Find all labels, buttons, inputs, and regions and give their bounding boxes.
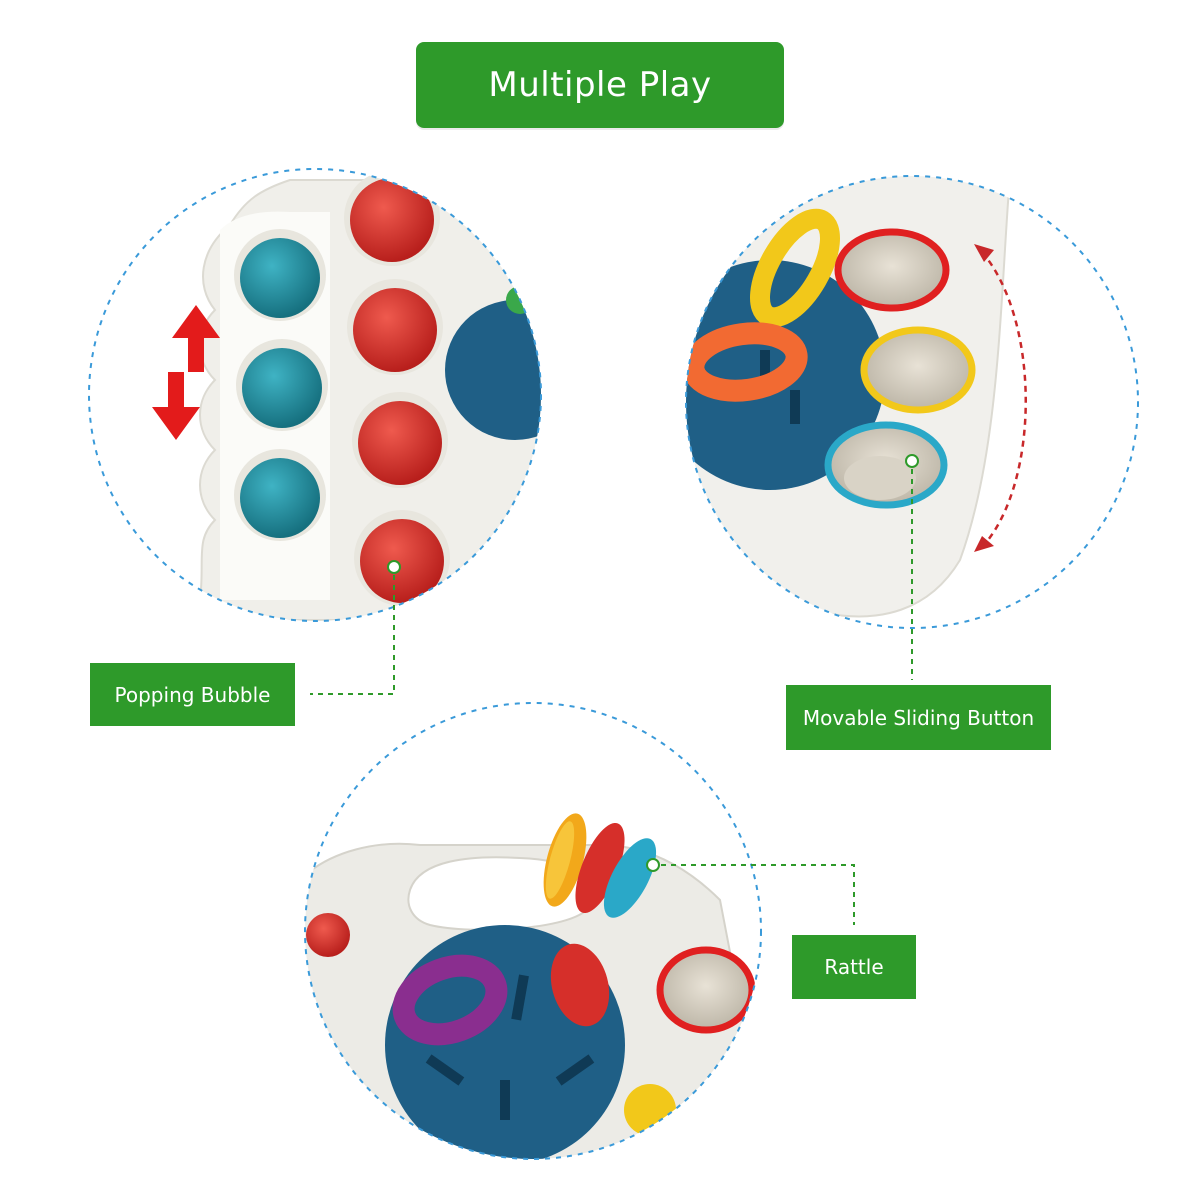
- rattle-connector: [646, 858, 855, 925]
- red-slider-ring: [834, 228, 950, 312]
- teal-bubble: [234, 449, 326, 541]
- popping-connector: [310, 560, 401, 695]
- purple-link: [392, 954, 508, 1046]
- red-link: [550, 943, 610, 1027]
- sliding-button-label: Movable Sliding Button: [786, 685, 1051, 750]
- teal-slider-ring: [824, 421, 948, 509]
- red-bubble: [344, 170, 440, 266]
- red-bubble: [352, 392, 448, 488]
- yellow-slider-ring: [860, 326, 976, 414]
- rattle-photo: [304, 702, 762, 1160]
- rattle-label: Rattle: [792, 935, 916, 999]
- rattle-beads: [543, 813, 657, 918]
- popping-bubble-label: Popping Bubble: [90, 663, 295, 726]
- teal-bubble: [234, 229, 326, 321]
- up-down-arrow-icon: [152, 305, 220, 440]
- red-bubble: [347, 279, 443, 375]
- curved-double-arrow-icon: [974, 244, 1027, 552]
- yellow-link: [750, 208, 840, 328]
- sliding-button-label-text: Movable Sliding Button: [802, 705, 1035, 730]
- teal-bubble: [236, 339, 328, 431]
- orange-link: [686, 322, 808, 402]
- popping-bubble-label-text: Popping Bubble: [114, 682, 271, 707]
- red-bubble: [354, 510, 450, 606]
- popping-bubble-photo: [88, 168, 542, 622]
- page-title: Multiple Play: [488, 65, 712, 105]
- title-banner: Multiple Play: [416, 42, 784, 128]
- sliding-button-photo: [685, 175, 1139, 629]
- red-ring-hole: [656, 946, 756, 1034]
- rattle-label-text: Rattle: [824, 955, 884, 979]
- sliding-connector: [905, 454, 919, 680]
